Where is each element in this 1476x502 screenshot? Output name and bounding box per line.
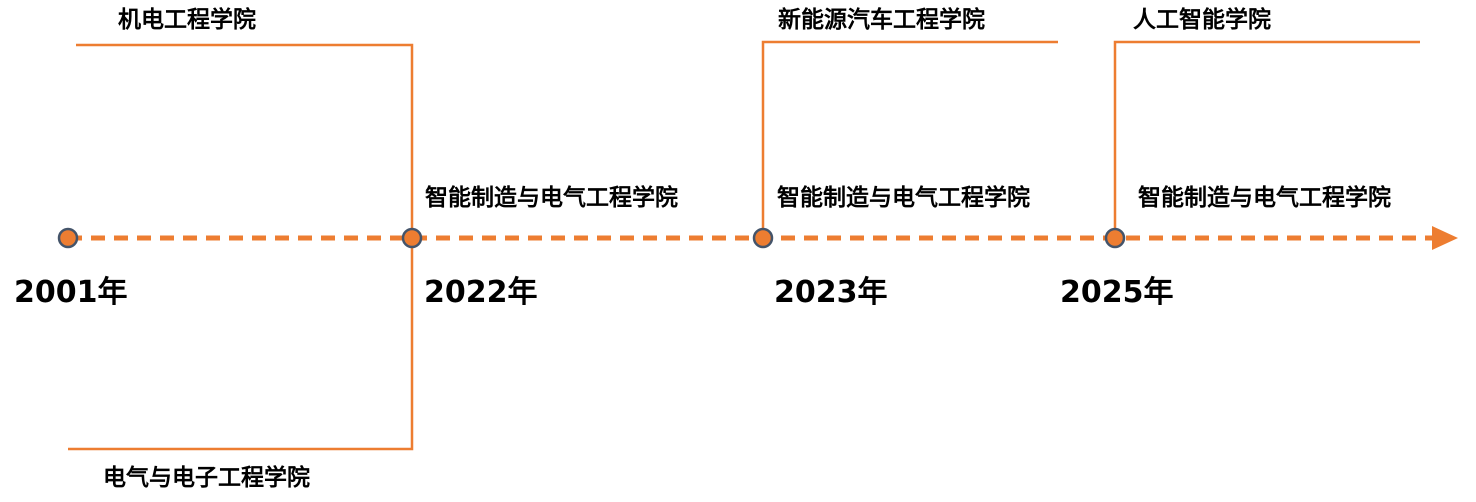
timeline-node-2025 [1104,227,1126,249]
college-label-2023-top: 新能源汽车工程学院 [778,7,985,33]
connector-2023 [761,40,1058,230]
timeline-node-2001 [57,227,79,249]
college-label-2023-line: 智能制造与电气工程学院 [777,185,1030,211]
college-label-2022-line: 智能制造与电气工程学院 [425,185,678,211]
year-label-2023: 2023年 [774,275,888,310]
college-label-2025-line: 智能制造与电气工程学院 [1138,185,1391,211]
year-label-2001: 2001年 [14,275,128,310]
connector-2025 [1113,40,1420,230]
timeline-node-2022 [401,227,423,249]
connector-merge-2022 [68,43,414,451]
college-label-2025-top: 人工智能学院 [1133,7,1271,33]
college-label-2001-top: 机电工程学院 [118,7,256,33]
year-label-2022: 2022年 [424,275,538,310]
arrow-icon [1432,226,1458,250]
college-label-2001-bottom: 电气与电子工程学院 [103,465,310,491]
timeline-node-2023 [752,227,774,249]
year-label-2025: 2025年 [1060,275,1174,310]
